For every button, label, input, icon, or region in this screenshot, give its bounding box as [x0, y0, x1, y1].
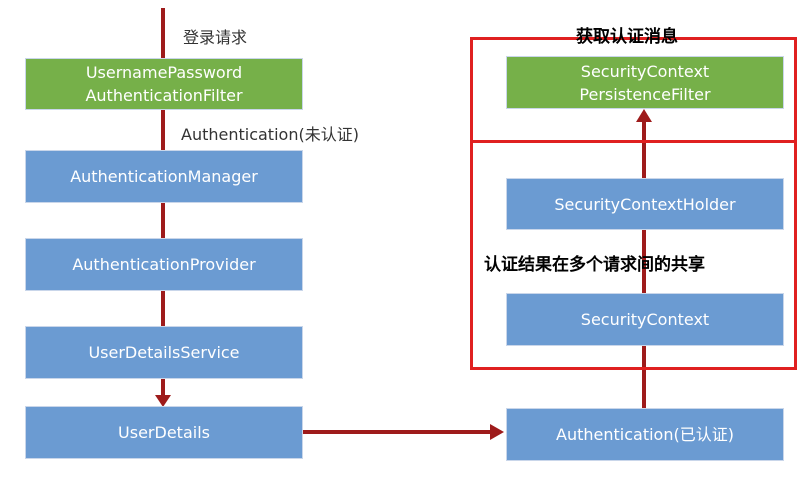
connector-top-line	[161, 8, 165, 58]
security-context-holder-text: SecurityContextHolder	[554, 194, 736, 214]
security-context-persistence-filter-box: SecurityContext PersistenceFilter	[506, 56, 784, 109]
user-details-box: UserDetails	[25, 406, 303, 459]
login-request-label: 登录请求	[183, 28, 248, 47]
connector-filter-manager	[161, 110, 165, 150]
user-details-text: UserDetails	[118, 423, 210, 442]
authentication-manager-box: AuthenticationManager	[25, 150, 303, 203]
persistence-line2: PersistenceFilter	[579, 84, 711, 104]
connector-manager-provider	[161, 203, 165, 238]
user-details-service-text: UserDetailsService	[88, 343, 240, 362]
arrowhead-right	[490, 424, 504, 440]
authentication-manager-text: AuthenticationManager	[70, 167, 258, 186]
filter-line1: UsernamePassword	[85, 63, 243, 82]
authentication-provider-text: AuthenticationProvider	[72, 255, 256, 274]
connector-context-holder	[642, 230, 646, 293]
arrowhead-up	[636, 109, 652, 122]
security-context-box: SecurityContext	[506, 293, 784, 346]
arrowhead-down	[155, 395, 171, 407]
get-auth-info-label: 获取认证消息	[576, 27, 678, 47]
username-password-authentication-filter-box: UsernamePassword AuthenticationFilter	[25, 58, 303, 110]
security-context-text: SecurityContext	[580, 310, 710, 329]
shared-context-highlight-frame	[470, 140, 797, 370]
authentication-verified-text: Authentication(已认证)	[556, 425, 734, 444]
connector-holder-persistence	[642, 122, 646, 178]
security-context-holder-box: SecurityContextHolder	[506, 178, 784, 230]
persistence-line1: SecurityContext	[580, 61, 710, 81]
connector-service-details	[161, 379, 165, 395]
connector-details-authentication	[302, 430, 492, 434]
connector-authentication-context	[642, 346, 646, 408]
authentication-unverified-label: Authentication(未认证)	[181, 125, 359, 144]
authentication-provider-box: AuthenticationProvider	[25, 238, 303, 291]
user-details-service-box: UserDetailsService	[25, 326, 303, 379]
shared-result-label: 认证结果在多个请求间的共享	[484, 255, 705, 275]
authentication-verified-box: Authentication(已认证)	[506, 408, 784, 461]
connector-provider-service	[161, 291, 165, 326]
filter-line2: AuthenticationFilter	[85, 86, 243, 105]
